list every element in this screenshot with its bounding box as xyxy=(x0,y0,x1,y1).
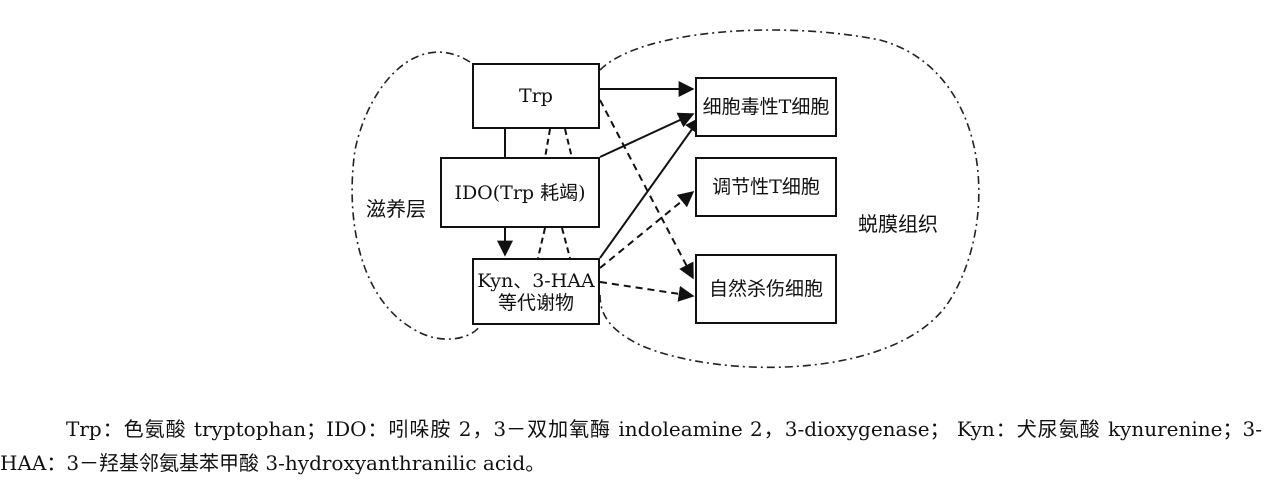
dash-tick xyxy=(544,128,551,159)
kyn-nk-arrow xyxy=(599,281,695,302)
node-nk-cell-label: 自然杀伤细胞 xyxy=(708,278,823,300)
ido-ctl-arrow xyxy=(599,112,695,158)
dash-tick xyxy=(561,227,571,259)
pathway-diagram xyxy=(351,29,980,369)
node-nk-cell: 自然杀伤细胞 xyxy=(695,254,837,324)
figure-caption: Trp：色氨酸 tryptophan；IDO：吲哚胺 2，3－双加氧酶 indo… xyxy=(0,417,1262,475)
kyn-ctl-arrow xyxy=(599,116,701,259)
node-kyn: Kyn、3-HAA 等代谢物 xyxy=(472,258,600,325)
decidua-boundary xyxy=(599,29,980,369)
node-kyn-label-line1: Kyn、3-HAA xyxy=(477,269,595,292)
region-label-trophoblast: 滋养层 xyxy=(366,197,426,221)
node-ido: IDO(Trp 耗竭) xyxy=(440,157,600,228)
node-trp: Trp xyxy=(472,63,600,129)
node-regulatory-t-cell-label: 调节性T细胞 xyxy=(712,176,820,198)
kyn-treg-arrow xyxy=(599,190,695,269)
trp-nk-arrow xyxy=(599,99,694,280)
dash-tick xyxy=(537,227,546,259)
region-label-decidua: 蜕膜组织 xyxy=(858,212,938,236)
node-trp-label: Trp xyxy=(519,85,553,107)
dash-tick xyxy=(564,128,573,159)
trophoblast-boundary xyxy=(351,51,481,340)
node-regulatory-t-cell: 调节性T细胞 xyxy=(695,157,837,217)
node-kyn-label-line2: 等代谢物 xyxy=(497,291,574,314)
node-cytotoxic-t-cell: 细胞毒性T细胞 xyxy=(695,77,837,137)
node-ido-label: IDO(Trp 耗竭) xyxy=(454,181,586,204)
node-cytotoxic-t-cell-label: 细胞毒性T细胞 xyxy=(702,96,830,118)
